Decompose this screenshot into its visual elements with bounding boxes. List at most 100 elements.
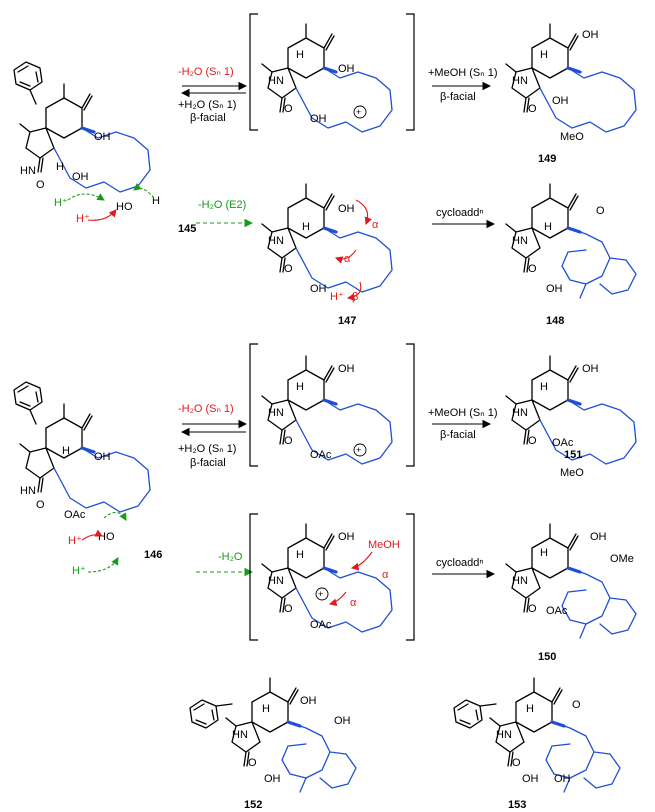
- svg-text:O: O: [284, 263, 293, 275]
- cation-intermediate-3: HN O OH H OAc MeOH α α +: [249, 513, 415, 641]
- svg-text:OH: OH: [310, 283, 327, 295]
- svg-text:H⁺: H⁺: [54, 197, 68, 209]
- svg-text:HN: HN: [268, 75, 284, 87]
- svg-text:H: H: [262, 703, 270, 715]
- svg-text:HN: HN: [268, 407, 284, 419]
- svg-text:+H₂O (Sₙ 1): +H₂O (Sₙ 1): [178, 443, 236, 455]
- cation-intermediate-2: HN O OH H OAc +: [249, 343, 415, 467]
- svg-text:+: +: [356, 107, 361, 117]
- compound-145: HN O OH H OH HO H H⁺ H⁺ 145: [13, 61, 196, 235]
- svg-text:H: H: [296, 49, 304, 61]
- compound-150: HN O OH OMe H OAc 150: [504, 522, 637, 663]
- svg-text:O: O: [284, 103, 293, 115]
- svg-text:OAc: OAc: [546, 605, 568, 617]
- svg-text:OH: OH: [338, 63, 355, 75]
- compound-153: HN O O H OH OH 153: [453, 676, 621, 811]
- svg-text:H: H: [526, 703, 534, 715]
- svg-text:O: O: [528, 435, 537, 447]
- svg-text:MeO: MeO: [560, 131, 584, 143]
- compound-149: HN O OH H OH MeO 149: [504, 22, 637, 165]
- svg-text:O: O: [36, 179, 45, 191]
- svg-text:O: O: [284, 603, 293, 615]
- svg-text:-H₂O: -H₂O: [218, 551, 243, 563]
- svg-text:+: +: [318, 589, 323, 599]
- label-147: 147: [338, 315, 356, 327]
- svg-text:O: O: [284, 435, 293, 447]
- svg-text:H: H: [296, 381, 304, 393]
- label-152: 152: [244, 799, 262, 811]
- svg-text:HN: HN: [512, 407, 528, 419]
- svg-text:H⁺: H⁺: [330, 291, 344, 303]
- label-149: 149: [538, 153, 556, 165]
- arrow-e2: -H₂O (E2): [196, 199, 254, 228]
- arrow-cycloadd-2: cycloaddⁿ: [432, 557, 496, 579]
- svg-text:OH: OH: [94, 131, 111, 143]
- svg-text:+MeOH (Sₙ 1): +MeOH (Sₙ 1): [428, 67, 497, 79]
- label-146: 146: [144, 549, 162, 561]
- svg-text:OH: OH: [522, 773, 539, 785]
- svg-text:α: α: [344, 253, 351, 265]
- arrow-h2o: -H₂O: [196, 551, 254, 577]
- svg-text:OH: OH: [582, 363, 599, 375]
- svg-text:cycloaddⁿ: cycloaddⁿ: [436, 207, 483, 219]
- svg-text:OH: OH: [590, 531, 607, 543]
- svg-text:OH: OH: [582, 29, 599, 41]
- svg-text:HN: HN: [496, 729, 512, 741]
- svg-text:HN: HN: [232, 729, 248, 741]
- svg-text:O: O: [596, 205, 605, 217]
- label-150: 150: [538, 651, 556, 663]
- svg-text:OMe: OMe: [610, 553, 634, 565]
- compound-148: HN O O H OH 148: [504, 182, 637, 327]
- svg-text:H⁺: H⁺: [68, 535, 82, 547]
- svg-text:β-facial: β-facial: [190, 457, 226, 469]
- label-145: 145: [178, 223, 196, 235]
- svg-text:OH: OH: [338, 203, 355, 215]
- equilibrium-arrows-1: -H₂O (Sₙ 1) +H₂O (Sₙ 1) β-facial: [178, 66, 248, 124]
- svg-text:OH: OH: [552, 95, 569, 107]
- svg-text:OAc: OAc: [310, 619, 332, 631]
- svg-text:OH: OH: [554, 773, 571, 785]
- svg-text:O: O: [528, 603, 537, 615]
- svg-text:HN: HN: [512, 75, 528, 87]
- svg-text:OH: OH: [264, 773, 281, 785]
- svg-text:OAc: OAc: [64, 509, 86, 521]
- svg-text:+: +: [356, 445, 361, 455]
- compound-147: HN O OH H OH α α β H⁺ 147: [260, 182, 393, 327]
- svg-text:O: O: [36, 499, 45, 511]
- svg-text:H: H: [152, 195, 160, 207]
- svg-text:HN: HN: [268, 575, 284, 587]
- svg-text:OH: OH: [300, 695, 317, 707]
- svg-text:H: H: [296, 549, 304, 561]
- svg-text:OH: OH: [338, 363, 355, 375]
- svg-text:H: H: [540, 381, 548, 393]
- svg-text:β-facial: β-facial: [440, 91, 476, 103]
- svg-text:H⁺: H⁺: [72, 565, 86, 577]
- svg-text:OH: OH: [546, 283, 563, 295]
- svg-text:β: β: [352, 291, 358, 303]
- svg-text:OAc: OAc: [310, 449, 332, 461]
- svg-text:+MeOH (Sₙ 1): +MeOH (Sₙ 1): [428, 407, 497, 419]
- svg-text:α: α: [350, 597, 357, 609]
- arrow-to-151: +MeOH (Sₙ 1) β-facial: [428, 407, 497, 441]
- svg-text:H: H: [62, 445, 70, 457]
- svg-text:HO: HO: [98, 531, 115, 543]
- svg-text:H: H: [540, 547, 548, 559]
- svg-text:HN: HN: [20, 485, 36, 497]
- svg-text:OH: OH: [338, 531, 355, 543]
- svg-text:MeOH: MeOH: [368, 539, 400, 551]
- svg-text:OH: OH: [334, 715, 351, 727]
- reagent-r1-forward: -H₂O (Sₙ 1): [178, 66, 234, 78]
- svg-text:H⁺: H⁺: [76, 213, 90, 225]
- compound-146: HN O OH H OAc HO H⁺ H⁺ 146: [13, 381, 162, 577]
- cation-intermediate-1: HN O OH H OH +: [249, 13, 415, 133]
- svg-text:MeO: MeO: [560, 467, 584, 479]
- svg-text:H: H: [302, 221, 310, 233]
- svg-text:OH: OH: [94, 451, 111, 463]
- svg-text:OH: OH: [310, 113, 327, 125]
- arrow-cycloadd-1: cycloaddⁿ: [432, 207, 496, 229]
- svg-text:O: O: [528, 263, 537, 275]
- svg-text:α: α: [382, 569, 389, 581]
- svg-text:α: α: [372, 219, 379, 231]
- svg-text:cycloaddⁿ: cycloaddⁿ: [436, 557, 483, 569]
